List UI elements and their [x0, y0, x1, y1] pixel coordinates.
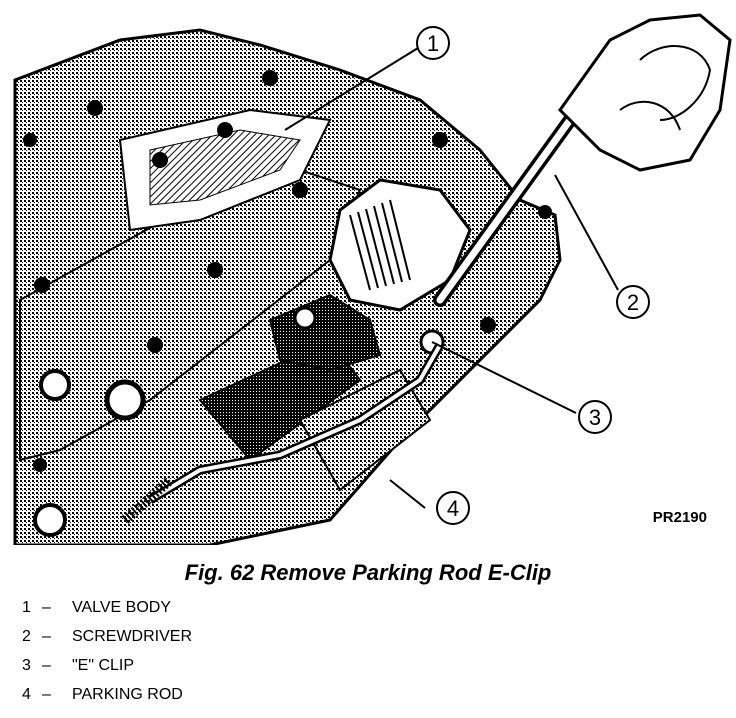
legend-label: VALVE BODY [72, 599, 171, 616]
callout-legend: 1 – VALVE BODY 2 – SCREWDRIVER 3 – "E" C… [22, 598, 192, 714]
legend-item: 2 – SCREWDRIVER [22, 627, 192, 656]
svg-text:4: 4 [447, 496, 459, 521]
park-mechanism [268, 178, 472, 372]
legend-item: 4 – PARKING ROD [22, 685, 192, 714]
legend-label: PARKING ROD [72, 686, 183, 703]
valve-body [13, 28, 562, 545]
legend-dash: – [42, 628, 51, 645]
callout-4: 4 [436, 491, 470, 525]
legend-label: SCREWDRIVER [72, 628, 193, 645]
svg-text:1: 1 [427, 31, 439, 56]
legend-number: 3 [22, 657, 31, 674]
legend-item: 1 – VALVE BODY [22, 598, 192, 627]
legend-dash: – [42, 686, 51, 703]
legend-dash: – [42, 599, 51, 616]
figure-code: PR2190 [653, 509, 707, 526]
legend-number: 1 [22, 599, 31, 616]
parking-rod [121, 342, 444, 524]
callout-3: 3 [578, 400, 612, 434]
legend-item: 3 – "E" CLIP [22, 656, 192, 685]
figure-caption: Fig. 62 Remove Parking Rod E-Clip [184, 560, 552, 585]
svg-text:3: 3 [589, 405, 601, 430]
svg-text:2: 2 [627, 290, 639, 315]
legend-label: "E" CLIP [72, 657, 135, 674]
legend-dash: – [42, 657, 51, 674]
screwdriver [433, 13, 732, 307]
legend-number: 2 [22, 628, 31, 645]
legend-number: 4 [22, 686, 31, 703]
leader-lines [284, 47, 619, 509]
parking-rod-illustration: 1 2 3 4 PR2190 [13, 13, 732, 545]
callout-2: 2 [616, 285, 650, 319]
callout-1: 1 [416, 26, 450, 60]
